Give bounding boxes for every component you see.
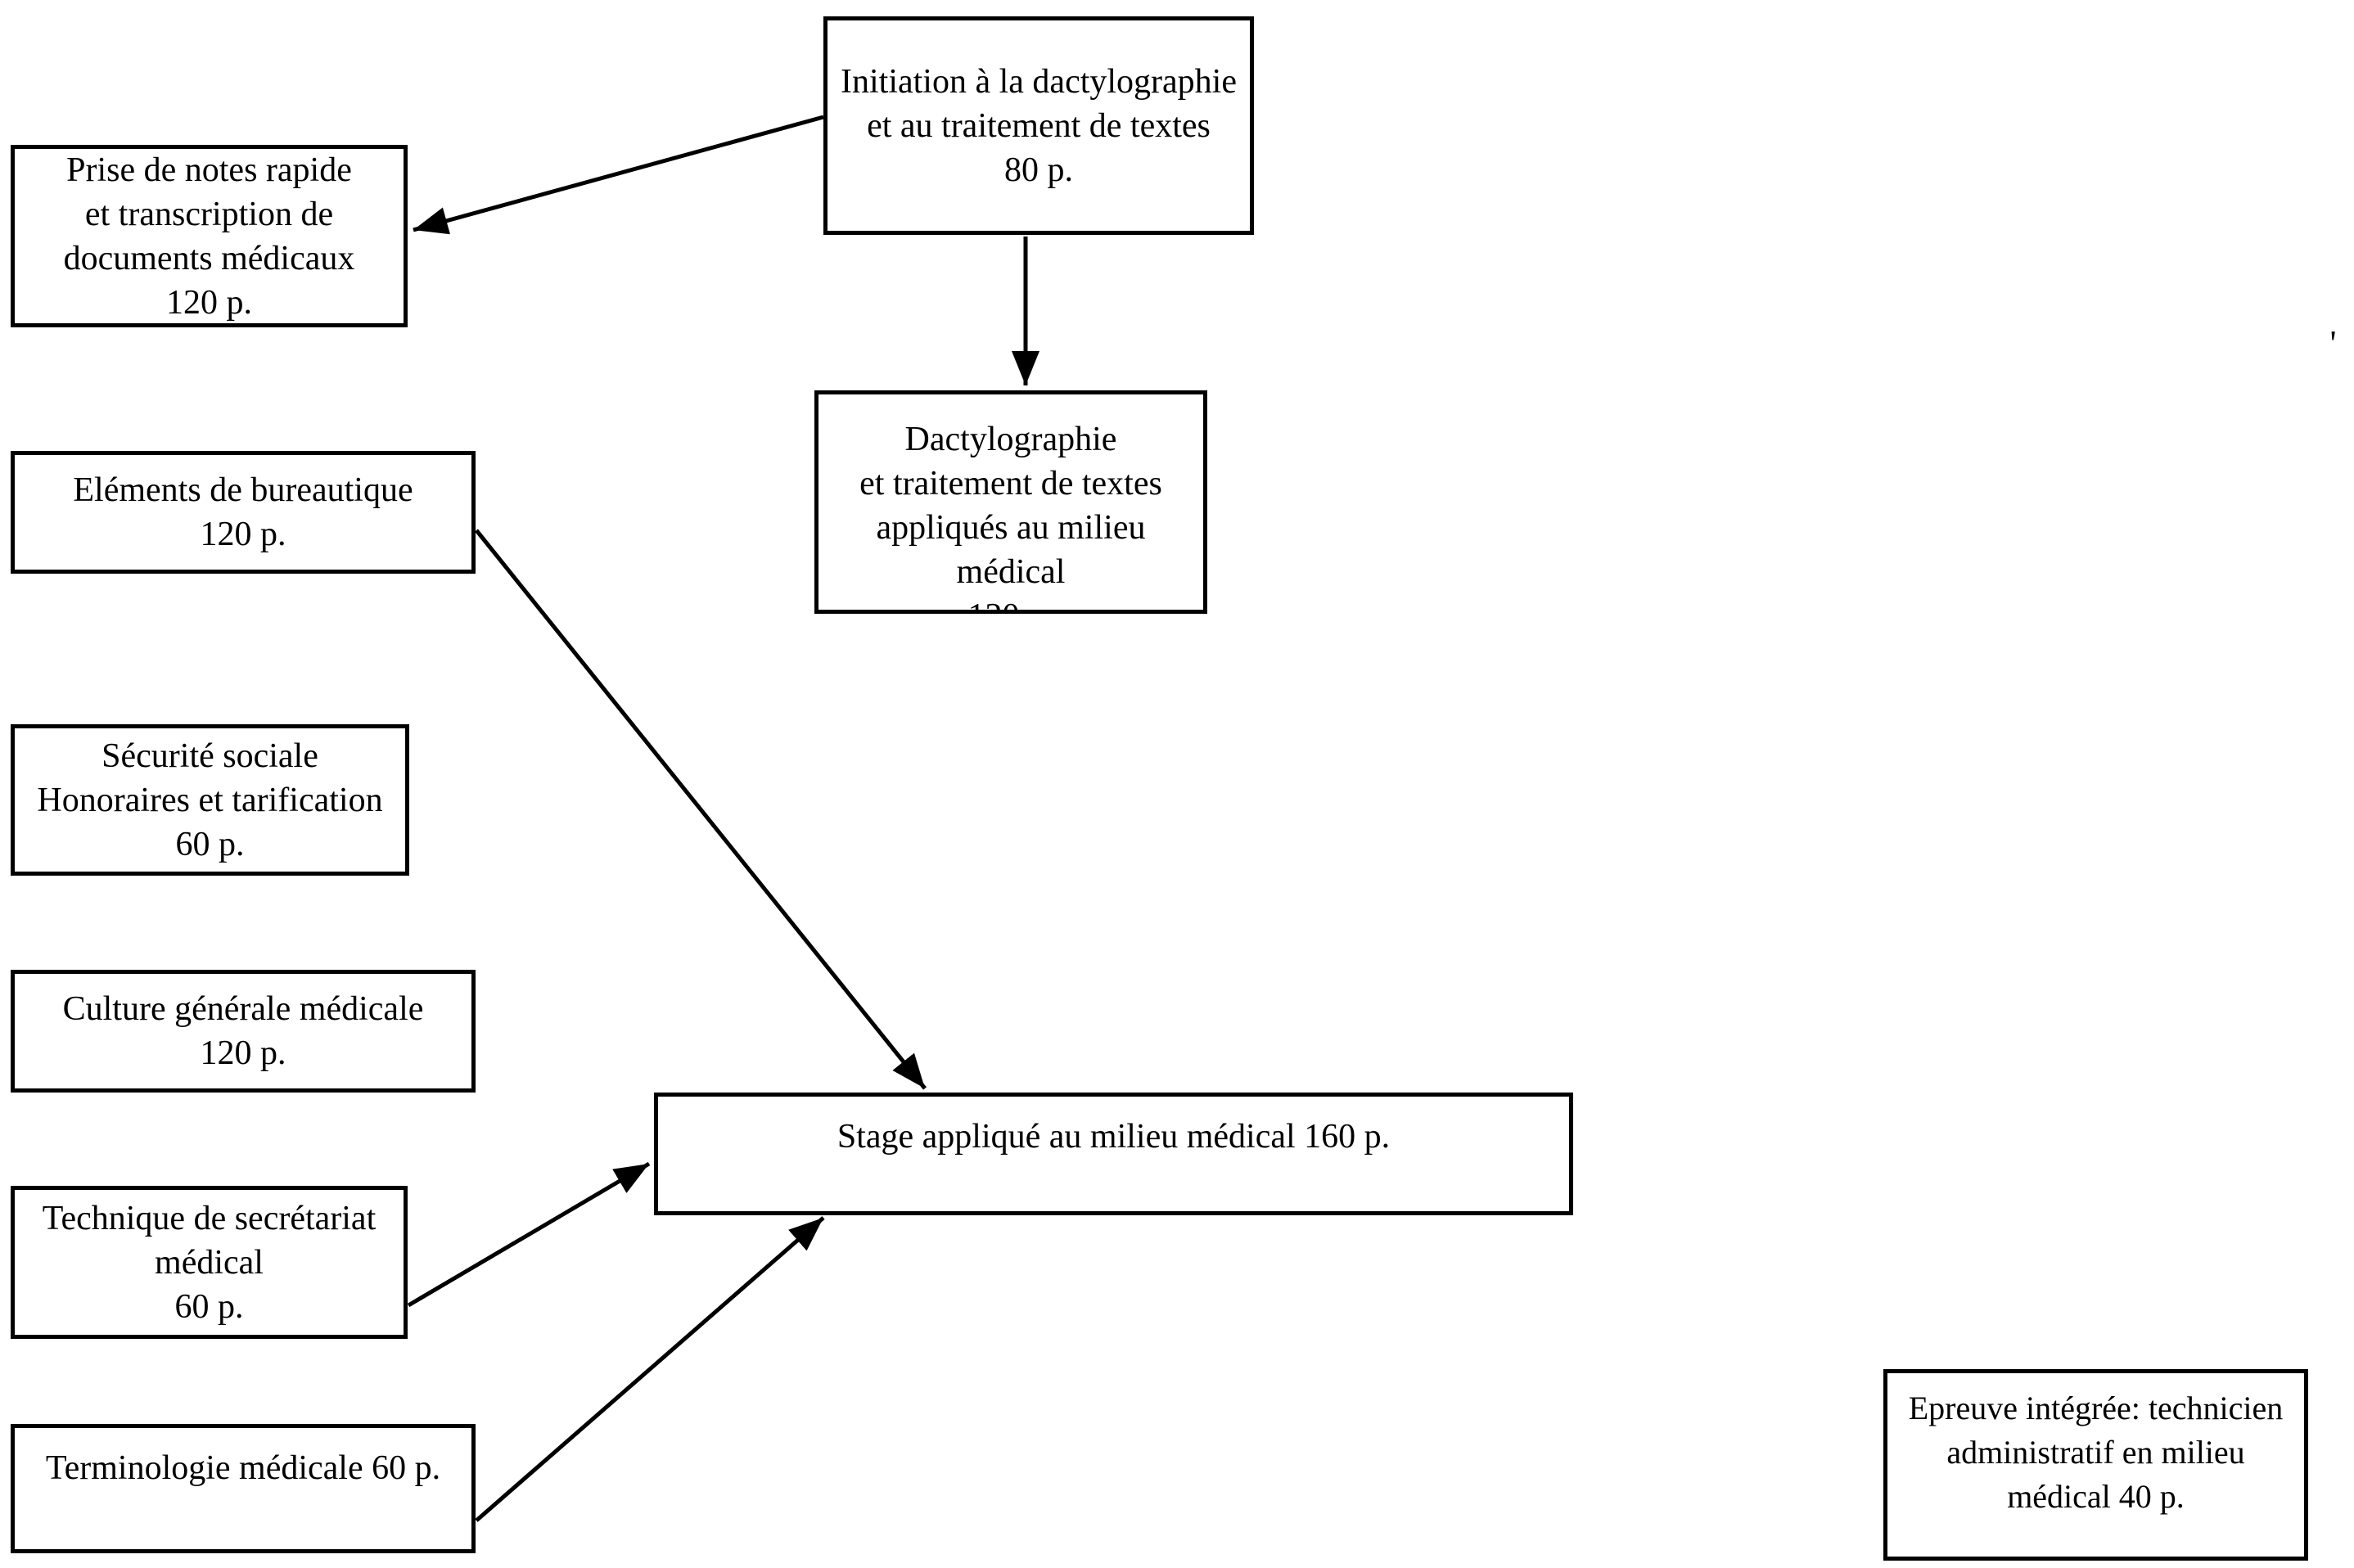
box-line: Dactylographie bbox=[904, 421, 1117, 458]
box-line: 120 p. bbox=[166, 283, 252, 322]
box-culture-generale: Culture générale médicale 120 p. bbox=[11, 970, 476, 1093]
box-line: et transcription de bbox=[84, 195, 334, 233]
box-line: documents médicaux bbox=[63, 239, 355, 277]
box-line: et traitement de textes bbox=[859, 465, 1162, 502]
box-prise-de-notes: Prise de notes rapide et transcription d… bbox=[11, 145, 408, 327]
box-line: 120 p. bbox=[200, 516, 286, 553]
box-line: et au traitement de textes bbox=[867, 106, 1211, 145]
box-line: médical bbox=[155, 1243, 264, 1282]
box-technique-secretariat: Technique de secrétariat médical 60 p. bbox=[11, 1186, 408, 1339]
box-line: Epreuve intégrée: technicien bbox=[1908, 1390, 2284, 1426]
box-line: Culture générale médicale bbox=[62, 990, 424, 1028]
box-stage-milieu-medical: Stage appliqué au milieu médical 160 p. bbox=[654, 1093, 1573, 1215]
box-line: 80 p. bbox=[1004, 151, 1073, 189]
box-line: Initiation à la dactylographie bbox=[841, 62, 1237, 101]
box-line: administratif en milieu bbox=[1946, 1434, 2245, 1471]
arrow-elements-to-stage bbox=[475, 529, 927, 1090]
box-line: Terminologie médicale 60 p. bbox=[45, 1449, 441, 1487]
box-line: 120 p. bbox=[968, 594, 1054, 610]
box-line: Prise de notes rapide bbox=[66, 151, 352, 189]
box-line: 60 p. bbox=[175, 825, 245, 863]
box-line: appliqués au milieu bbox=[876, 509, 1146, 547]
box-line: Stage appliqué au milieu médical 160 p. bbox=[837, 1118, 1391, 1156]
box-line: Sécurité sociale bbox=[101, 737, 318, 775]
box-line: 60 p. bbox=[174, 1287, 244, 1326]
box-epreuve-integree: Epreuve intégrée: technicien administrat… bbox=[1883, 1369, 2308, 1561]
box-line: Technique de secrétariat bbox=[42, 1199, 377, 1237]
box-initiation-dactylographie: Initiation à la dactylographie et au tra… bbox=[823, 16, 1254, 235]
box-line: Eléments de bureautique bbox=[73, 471, 413, 509]
box-terminologie-medicale: Terminologie médicale 60 p. bbox=[11, 1424, 476, 1553]
box-line: Honoraires et tarification bbox=[37, 781, 383, 819]
box-elements-bureautique: Eléments de bureautique 120 p. bbox=[11, 451, 476, 574]
box-line: médical bbox=[956, 553, 1066, 591]
arrow-terminologie-to-stage bbox=[475, 1216, 825, 1522]
arrow-initiation-to-prise bbox=[413, 115, 824, 235]
stray-apostrophe-mark: ' bbox=[2328, 322, 2338, 364]
arrow-technique-to-stage bbox=[407, 1161, 651, 1308]
box-securite-sociale: Sécurité sociale Honoraires et tarificat… bbox=[11, 724, 409, 876]
box-line: 120 p. bbox=[200, 1034, 286, 1072]
box-line: médical 40 p. bbox=[2007, 1478, 2185, 1515]
box-dactylographie-appliquee: Dactylographie et traitement de textes a… bbox=[814, 390, 1207, 614]
